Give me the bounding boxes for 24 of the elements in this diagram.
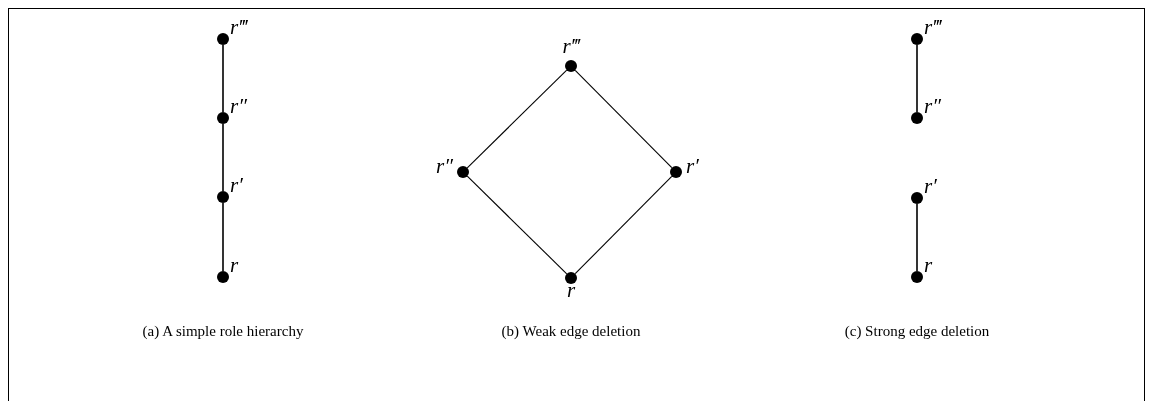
- subfigure-caption: (a) A simple role hierarchy: [142, 324, 304, 339]
- vertex-label: r′: [924, 176, 937, 197]
- connector-line: [466, 175, 568, 275]
- connector-line: [574, 69, 673, 169]
- vertex-label: r‴: [924, 17, 941, 38]
- vertex-label: r: [230, 255, 239, 276]
- connector-line: [916, 203, 918, 272]
- vertex-label: r″: [230, 96, 247, 117]
- vertex-label: r: [924, 255, 933, 276]
- vertex-label: r′: [230, 175, 243, 196]
- subfigure-caption: (c) Strong edge deletion: [844, 324, 990, 339]
- vertex-label: r′: [686, 156, 699, 177]
- connector-line: [222, 202, 224, 272]
- connector-line: [916, 44, 918, 113]
- vertex-label: r‴: [562, 36, 580, 57]
- connector-line: [466, 69, 568, 169]
- connector-line: [222, 44, 224, 113]
- connector-line: [574, 175, 673, 275]
- vertex-label: r″: [924, 96, 941, 117]
- vertex-label: r″: [436, 156, 453, 177]
- connector-line: [222, 123, 224, 192]
- vertex-label: r‴: [230, 17, 247, 38]
- subfigure-caption: (b) Weak edge deletion: [501, 324, 641, 339]
- vertex-label: r: [566, 280, 576, 301]
